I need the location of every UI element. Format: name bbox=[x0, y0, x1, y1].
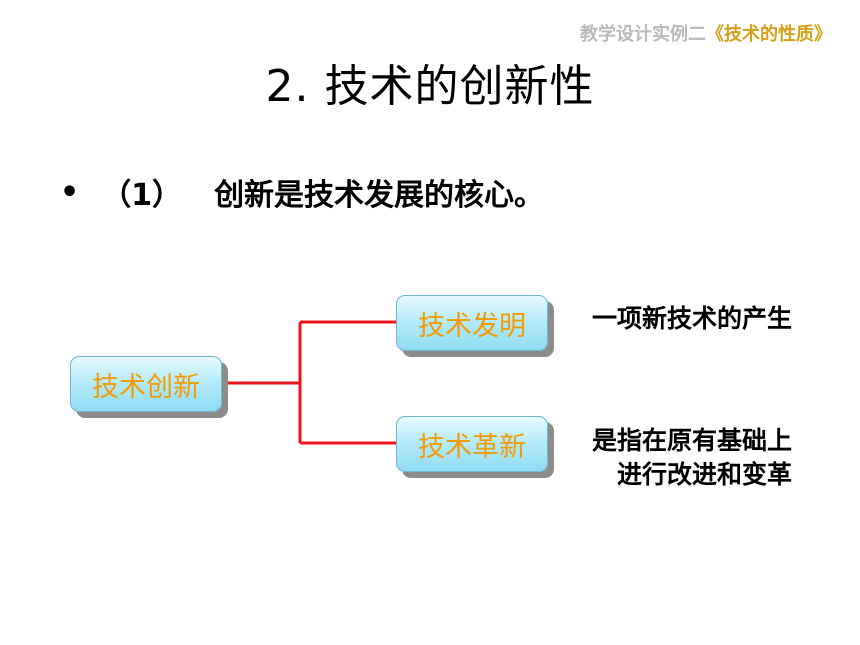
bullet-point: • （1） 创新是技术发展的核心。 bbox=[60, 170, 544, 214]
header-note-text: 教学设计实例二 bbox=[580, 24, 706, 45]
branch-description-invention: 一项新技术的产生 bbox=[592, 302, 792, 336]
root-node-label: 技术创新 bbox=[92, 371, 200, 403]
slide-header-note: 教学设计实例二《技术的性质》 bbox=[580, 20, 832, 46]
branch-node-label: 技术发明 bbox=[418, 310, 526, 342]
slide-title: 2. 技术的创新性 bbox=[265, 61, 595, 112]
bullet-dot-icon: • bbox=[60, 174, 80, 210]
branch-description-innovation: 是指在原有基础上 进行改进和变革 bbox=[592, 424, 792, 492]
branch-node-invention: 技术发明 bbox=[396, 295, 548, 351]
header-book-title: 《技术的性质》 bbox=[706, 24, 832, 45]
description-line: 是指在原有基础上 bbox=[592, 426, 793, 455]
branch-node-innovation: 技术革新 bbox=[396, 416, 548, 472]
description-line: 一项新技术的产生 bbox=[592, 304, 793, 333]
bullet-text: 创新是技术发展的核心。 bbox=[214, 178, 545, 213]
branch-node-label: 技术革新 bbox=[418, 431, 526, 463]
description-line: 进行改进和变革 bbox=[617, 460, 793, 489]
bullet-number: （1） bbox=[101, 178, 183, 213]
root-node: 技术创新 bbox=[70, 356, 222, 412]
